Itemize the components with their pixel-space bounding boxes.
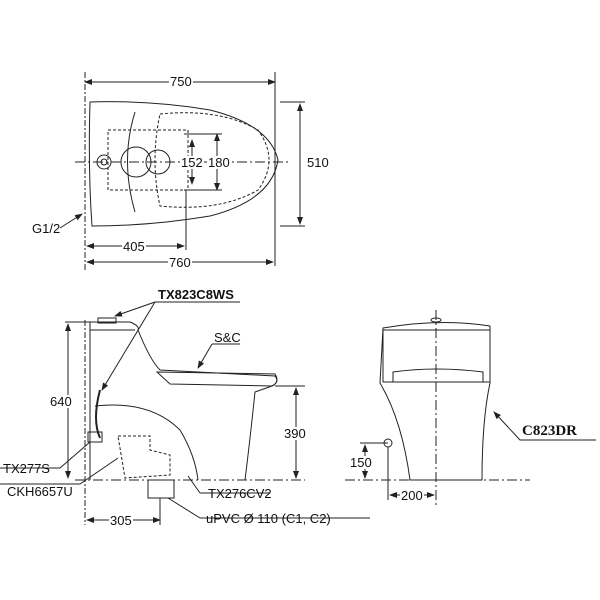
dim-bolt-outer: 180	[207, 155, 231, 170]
label-flush-valve: TX823C8WS	[158, 287, 234, 302]
side-view	[0, 301, 370, 525]
label-adapter: CKH6657U	[7, 484, 73, 499]
dim-rough-in: 305	[109, 513, 133, 528]
front-view	[345, 310, 596, 505]
dim-inlet-height: 150	[349, 455, 373, 470]
label-seat: S&C	[214, 330, 241, 345]
label-model: C823DR	[522, 423, 577, 439]
dim-depth: 510	[306, 155, 330, 170]
dim-width-top: 750	[169, 74, 193, 89]
dim-inlet-offset: 200	[400, 488, 424, 503]
top-view	[59, 72, 305, 270]
dim-to-outlet: 405	[122, 239, 146, 254]
dim-bolt-inner: 152	[180, 155, 204, 170]
dim-total: 760	[168, 255, 192, 270]
dim-seat-height: 390	[283, 426, 307, 441]
label-bolt: TX276CV2	[208, 486, 272, 501]
label-stop-valve: TX277S	[3, 461, 50, 476]
label-inlet: G1/2	[32, 221, 61, 236]
label-pipe: uPVC Ø 110 (C1, C2)	[206, 511, 331, 526]
dim-height: 640	[49, 394, 73, 409]
